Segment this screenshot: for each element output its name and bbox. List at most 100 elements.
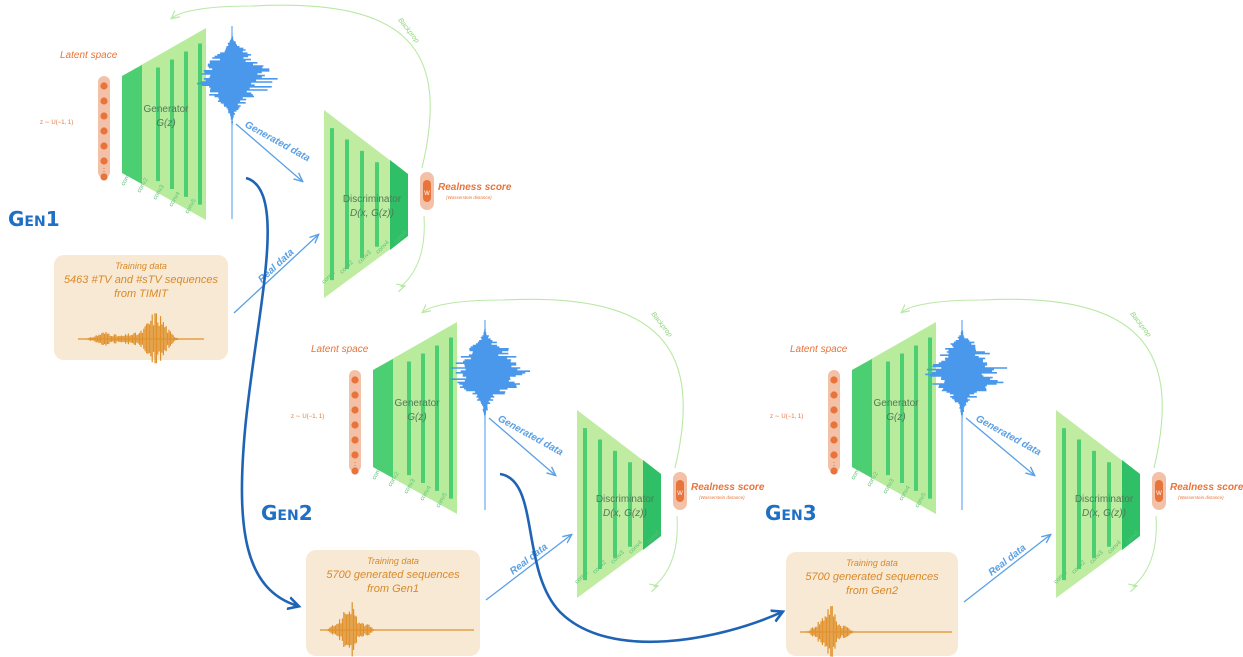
waveform-bars (196, 33, 278, 125)
backprop-label: Backprop (1128, 311, 1152, 339)
training-data-title: Training data (846, 558, 898, 568)
realness-score-label: Realness score (438, 182, 512, 193)
real-data-label: Real data (256, 247, 296, 286)
generation-title-smallcaps: EN (24, 214, 45, 230)
generation-title-initial: G (261, 501, 277, 525)
generation-title: GEN2 (261, 501, 313, 525)
generated-waveform (925, 320, 1008, 510)
training-data-box: Training data 5700 generated sequences fro… (306, 550, 480, 657)
generator-label: Generator (394, 398, 440, 409)
latent-node (351, 406, 359, 414)
training-waveform (320, 602, 474, 657)
training-data-source: from Gen2 (846, 585, 898, 597)
backprop-label: Backprop (396, 17, 420, 45)
latent-node (100, 82, 108, 90)
waveform-bars (925, 327, 1008, 419)
training-data-description: 5463 #TV and #sTV sequences (64, 274, 219, 286)
latent-space-label: Latent space (790, 344, 848, 355)
training-waveform (78, 313, 204, 364)
generator-function-label: G(z) (886, 412, 905, 423)
latent-node (351, 421, 359, 429)
generated-data-label: Generated data (974, 413, 1043, 458)
training-data-source: from Gen1 (367, 583, 419, 595)
generation-title: GEN1 (8, 207, 60, 231)
latent-node (830, 451, 838, 459)
generated-waveform (450, 320, 531, 510)
training-data-title: Training data (115, 261, 167, 271)
latent-node (830, 406, 838, 414)
training-data-description: 5700 generated sequences (805, 571, 939, 583)
discriminator-back-face (643, 460, 661, 550)
real-data-arrow (233, 235, 318, 314)
realness-score-core (676, 480, 684, 502)
waveform-bars (450, 327, 531, 419)
discriminator-label: Discriminator (343, 194, 402, 205)
discriminator-feedback-arrow (401, 215, 425, 287)
backprop-label: Backprop (649, 311, 673, 339)
discriminator-feedback-arrow (654, 515, 678, 587)
realness-score-core (1155, 480, 1163, 502)
training-data-box: Training data 5463 #TV and #sTV sequences… (54, 255, 228, 364)
latent-distribution-label: z ∼ U(−1, 1) (291, 414, 324, 420)
discriminator-label: Discriminator (1075, 494, 1134, 505)
realness-score-symbol: W (677, 491, 683, 497)
generation-title-initial: G (765, 501, 781, 525)
gen1-to-gen2-arrow (240, 176, 298, 606)
latent-space-label: Latent space (60, 50, 118, 61)
discriminator-back-face (390, 160, 408, 250)
generation-title-initial: G (8, 207, 24, 231)
latent-node (100, 127, 108, 135)
real-data-arrow (485, 535, 571, 601)
latent-node (351, 436, 359, 444)
latent-node (100, 157, 108, 165)
generation-title-smallcaps: EN (277, 508, 298, 524)
realness-score-sublabel: (Wasserstein distance) (1178, 495, 1224, 500)
realness-score-core (423, 180, 431, 202)
backprop-arrow (172, 4, 431, 169)
realness-score-symbol: W (424, 191, 430, 197)
generator-function-label: G(z) (407, 412, 426, 423)
latent-node (830, 467, 838, 475)
training-data-box: Training data 5700 generated sequences fro… (786, 552, 958, 657)
backprop-arrow (902, 298, 1163, 469)
latent-node (830, 436, 838, 444)
latent-distribution-label: z ∼ U(−1, 1) (40, 120, 73, 126)
realness-score-label: Realness score (691, 482, 765, 493)
real-data-arrow (963, 535, 1050, 603)
generated-data-label: Generated data (496, 413, 565, 458)
latent-node (351, 467, 359, 475)
generator-front-face (373, 359, 393, 478)
generation-title: GEN3 (765, 501, 817, 525)
latent-vector (98, 76, 110, 181)
backprop-arrow (423, 298, 684, 469)
realness-score-symbol: W (1156, 491, 1162, 497)
waveform-bars (320, 602, 474, 657)
real-data-label: Real data (508, 541, 550, 577)
generation-title-number: 2 (299, 501, 313, 525)
latent-node (100, 112, 108, 120)
discriminator-function-label: D(x, G(z)) (1082, 508, 1126, 519)
training-data-title: Training data (367, 556, 419, 566)
real-data-label: Real data (987, 542, 1029, 578)
gen2-to-gen3-arrow (499, 472, 782, 644)
realness-score-label: Realness score (1170, 482, 1243, 493)
realness-score-sublabel: (Wasserstein distance) (699, 495, 745, 500)
waveform-bars (78, 313, 204, 364)
latent-vector (349, 370, 361, 475)
training-data-description: 5700 generated sequences (326, 569, 460, 581)
latent-node (351, 451, 359, 459)
generated-data-arrow (235, 123, 302, 181)
latent-node (830, 376, 838, 384)
latent-node (100, 97, 108, 105)
realness-score-sublabel: (Wasserstein distance) (446, 195, 492, 200)
latent-space-label: Latent space (311, 344, 369, 355)
latent-node (100, 142, 108, 150)
latent-node (830, 421, 838, 429)
training-data-panel (54, 255, 228, 360)
generation-title-number: 1 (46, 207, 60, 231)
latent-node (100, 173, 108, 181)
